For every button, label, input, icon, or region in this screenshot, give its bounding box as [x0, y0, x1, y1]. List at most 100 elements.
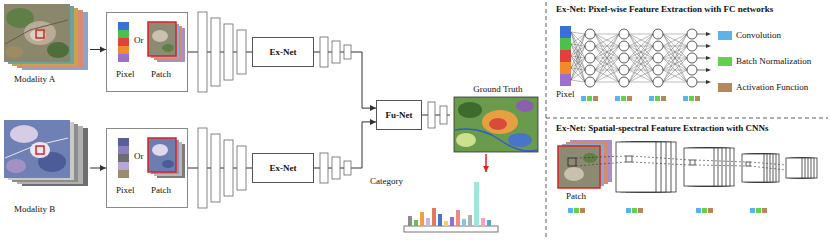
fc-link [595, 34, 619, 46]
fc-link [629, 46, 653, 82]
layer-op-swatch [683, 96, 688, 101]
neuron [653, 65, 663, 75]
legend-item: Batch Normalization [718, 56, 811, 67]
fc-link [571, 32, 585, 82]
fc-link [595, 34, 619, 82]
patch-label: Patch [151, 185, 171, 196]
neuron [619, 77, 629, 87]
fc-link [629, 58, 653, 82]
layer-op-swatch [689, 96, 694, 101]
fc-link [629, 34, 653, 82]
fc-link [663, 46, 687, 82]
output-arrow [697, 70, 707, 71]
output-arrow [697, 58, 707, 59]
layer-op-swatch [655, 96, 660, 101]
axis-label: Category [370, 176, 403, 187]
legend-swatch [718, 83, 732, 92]
fc-link [571, 80, 585, 82]
connector [90, 165, 106, 171]
legend-label: Batch Normalization [736, 56, 811, 67]
input-box: Pixel OrPatch [106, 128, 188, 208]
network-label: Ex-Net [270, 47, 297, 58]
panel: Ex-Net: Spatial-spectral Feature Extract… [550, 121, 828, 238]
fc-link [595, 34, 619, 70]
layer-op-swatch [621, 96, 626, 101]
fc-link [629, 34, 653, 35]
arrowhead [706, 56, 711, 60]
legend-swatch [718, 31, 732, 40]
legend-swatch [718, 57, 732, 66]
legend-label: Activation Function [736, 82, 808, 93]
fc-link [571, 34, 585, 56]
fc-link [663, 58, 687, 82]
fc-link [595, 58, 619, 82]
pixel-label: Pixel [116, 185, 135, 196]
arrowhead [706, 80, 711, 84]
fc-link [595, 34, 619, 35]
connector [483, 154, 489, 172]
fc-link [629, 34, 653, 58]
arrowhead [706, 32, 711, 36]
network-label: Fu-Net [386, 110, 413, 121]
panel-title: Ex-Net: Spatial-spectral Feature Extract… [556, 123, 769, 134]
layer-op-swatch [627, 96, 632, 101]
legend-label: Convolution [736, 30, 781, 41]
legend-item: Convolution [718, 30, 781, 41]
fc-link [629, 34, 653, 70]
output-arrow [697, 34, 707, 35]
fc-link [629, 46, 653, 82]
neuron [653, 29, 663, 39]
fc-link [571, 70, 585, 80]
or-label: Or [134, 151, 144, 162]
neuron [619, 65, 629, 75]
fc-link [595, 70, 619, 82]
arrowhead [706, 68, 711, 72]
histogram-node: Category [366, 172, 498, 236]
fc-link [595, 34, 619, 82]
panel-title: Ex-Net: Pixel-wise Feature Extraction wi… [556, 4, 773, 15]
neuron [687, 41, 697, 51]
neuron [687, 53, 697, 63]
layer-op-swatch [593, 96, 598, 101]
fc-link [663, 34, 687, 82]
neuron [585, 65, 595, 75]
fc-link [663, 34, 687, 58]
fc-link [571, 32, 585, 58]
neuron [585, 29, 595, 39]
output-arrow [697, 46, 707, 47]
fc-link [663, 70, 687, 82]
fc-link [571, 34, 585, 80]
neuron [653, 41, 663, 51]
fc-link [629, 34, 653, 46]
neuron [585, 41, 595, 51]
fc-link [595, 34, 619, 58]
pixel-label: Pixel [116, 69, 135, 80]
patch-label: Patch [151, 69, 171, 80]
fc-link [663, 46, 687, 82]
fc-link [595, 34, 619, 70]
fc-link [595, 70, 619, 82]
fc-link [663, 70, 687, 82]
fc-link [663, 34, 687, 35]
layer-op-swatch [649, 96, 654, 101]
fc-link [663, 34, 687, 46]
fc-link [595, 46, 619, 82]
fc-link [595, 34, 619, 58]
fc-link [663, 34, 687, 82]
neuron [619, 29, 629, 39]
layer-op-swatch [615, 96, 620, 101]
image-node: Modality B [2, 118, 90, 218]
map-title: Ground Truth [450, 84, 546, 95]
arrowhead [706, 44, 711, 48]
neuron [619, 53, 629, 63]
fc-link [663, 58, 687, 82]
fc-link [629, 82, 653, 83]
layer-op-swatch [587, 96, 592, 101]
fc-link [629, 34, 653, 70]
fc-link [663, 82, 687, 83]
legend-item: Activation Function [718, 82, 808, 93]
neuron [687, 65, 697, 75]
fc-link [663, 34, 687, 46]
fc-link [663, 34, 687, 70]
layer-op-swatch [695, 96, 700, 101]
